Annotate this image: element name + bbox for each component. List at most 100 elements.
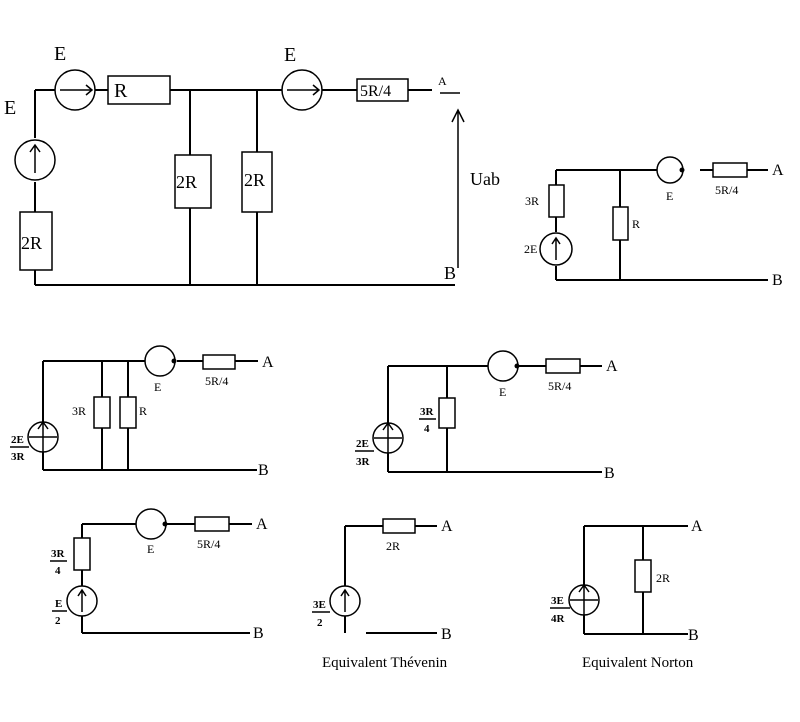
- c1-resistor-2r-right: [241, 151, 273, 213]
- c7-wires: [583, 525, 688, 635]
- c4-source-e: [487, 350, 520, 382]
- c2-source: [539, 232, 573, 266]
- c1-resistor-2r-mid: [174, 154, 212, 209]
- c4-res-num: 3R: [420, 406, 435, 418]
- c3-current-source: [27, 420, 59, 453]
- c4-current-source: [372, 421, 404, 454]
- c4-label-e: E: [499, 385, 506, 399]
- c4-src-num: 2E: [356, 438, 369, 450]
- c1-resistor-2r-left: [19, 211, 53, 271]
- c3-label-a: A: [262, 354, 274, 371]
- c5-resistor-3r4: [73, 537, 91, 571]
- c2-source-e: [656, 156, 685, 184]
- c2-label-3r: 3R: [525, 194, 539, 208]
- c7-label-2r: 2R: [656, 571, 670, 585]
- c5-res-num: 3R: [51, 548, 66, 560]
- c6-wires: [344, 525, 437, 634]
- c1-uab-arrow: [451, 108, 465, 268]
- c1-source-left: [14, 139, 56, 181]
- c1-label-5r4: 5R/4: [360, 83, 391, 100]
- c7-src-num: 3E: [551, 595, 564, 607]
- c5-src-den: 2: [55, 615, 61, 627]
- c6-label-a: A: [441, 518, 453, 535]
- c5-wires: [81, 523, 252, 634]
- c5-label-5r4: 5R/4: [197, 537, 220, 551]
- c3-src-num: 2E: [11, 434, 24, 446]
- c3-source-e: [144, 345, 177, 377]
- c1-label-e-top1: E: [54, 43, 66, 65]
- c6-label-b: B: [441, 626, 452, 643]
- c3-src-den: 3R: [11, 451, 26, 463]
- c4-resistor-5r4: [545, 358, 581, 374]
- c3-label-3r: 3R: [72, 404, 86, 418]
- c2-label-5r4: 5R/4: [715, 183, 738, 197]
- c3-resistor-5r4: [202, 354, 236, 370]
- c5-src-num: E: [55, 598, 62, 610]
- c3-label-5r4: 5R/4: [205, 374, 228, 388]
- c6-src-den: 2: [317, 617, 323, 629]
- c7-caption: Equivalent Norton: [582, 655, 694, 671]
- c7-current-source: [568, 583, 600, 616]
- circuit-step-4: 2E 3R 3R 4 E 5R/4 A B: [355, 350, 618, 482]
- c5-res-den: 4: [55, 565, 61, 577]
- c3-label-r: R: [139, 404, 147, 418]
- c2-label-e: E: [666, 189, 673, 203]
- c1-label-2r-right: 2R: [244, 170, 265, 190]
- c4-label-5r4: 5R/4: [548, 379, 571, 393]
- c2-resistor-r: [612, 206, 629, 241]
- c6-label-2r: 2R: [386, 539, 400, 553]
- c5-source: [66, 585, 98, 617]
- c2-wires: [555, 169, 768, 281]
- c1-label-b: B: [444, 263, 456, 283]
- c1-resistor-r: [107, 75, 171, 105]
- c1-label-r: R: [114, 80, 128, 102]
- c4-res-den: 4: [424, 423, 430, 435]
- c1-label-e-left: E: [4, 97, 16, 119]
- circuit-thevenin: 3E 2 2R A B Equivalent Thévenin: [312, 518, 453, 671]
- c2-resistor-5r4: [712, 162, 748, 178]
- c7-resistor-2r: [634, 559, 652, 593]
- c7-src-den: 4R: [551, 613, 566, 625]
- c4-label-a: A: [606, 358, 618, 375]
- c4-resistor-3r4: [438, 397, 456, 429]
- c2-label-b: B: [772, 272, 783, 289]
- c1-label-2r-mid: 2R: [176, 172, 197, 192]
- circuit-step-3: 2E 3R 3R R E 5R/4 A B: [10, 345, 274, 479]
- c7-label-a: A: [691, 518, 703, 535]
- c5-label-b: B: [253, 625, 264, 642]
- c4-label-b: B: [604, 465, 615, 482]
- c5-label-a: A: [256, 516, 268, 533]
- c1-source-top1: [54, 69, 96, 111]
- circuit-step-5: 3R 4 E 2 E 5R/4 A B: [50, 508, 268, 642]
- c4-wires: [387, 365, 602, 473]
- c5-label-e: E: [147, 542, 154, 556]
- c1-label-2r-left: 2R: [21, 233, 42, 253]
- c1-branch-wires: [189, 90, 258, 285]
- circuit-step-2: 3R 2E R E 5R/4 A B: [524, 156, 784, 289]
- c3-wires: [42, 360, 258, 471]
- circuit-original: E E E R 5R/4 2R 2R 2R A B Uab: [4, 43, 500, 286]
- c3-resistor-r: [119, 396, 137, 429]
- circuit-norton: 3E 4R 2R A B Equivalent Norton: [550, 518, 703, 671]
- c6-source: [329, 585, 361, 617]
- c5-source-e: [135, 508, 168, 540]
- c2-label-a: A: [772, 162, 784, 179]
- c6-caption: Equivalent Thévenin: [322, 655, 448, 671]
- c6-src-num: 3E: [313, 599, 326, 611]
- c1-label-a: A: [438, 74, 447, 88]
- c1-source-top2: [281, 69, 323, 111]
- c2-label-r: R: [632, 217, 640, 231]
- c3-label-b: B: [258, 462, 269, 479]
- c5-resistor-5r4: [194, 516, 230, 532]
- c1-resistor-5r4: [356, 78, 409, 102]
- c3-label-e: E: [154, 380, 161, 394]
- c3-resistor-3r: [93, 396, 111, 429]
- c1-label-e-top2: E: [284, 44, 296, 66]
- c1-label-uab: Uab: [470, 169, 500, 189]
- c2-resistor-3r: [548, 184, 565, 218]
- c4-src-den: 3R: [356, 456, 371, 468]
- c6-resistor-2r: [382, 518, 416, 534]
- c7-label-b: B: [688, 627, 699, 644]
